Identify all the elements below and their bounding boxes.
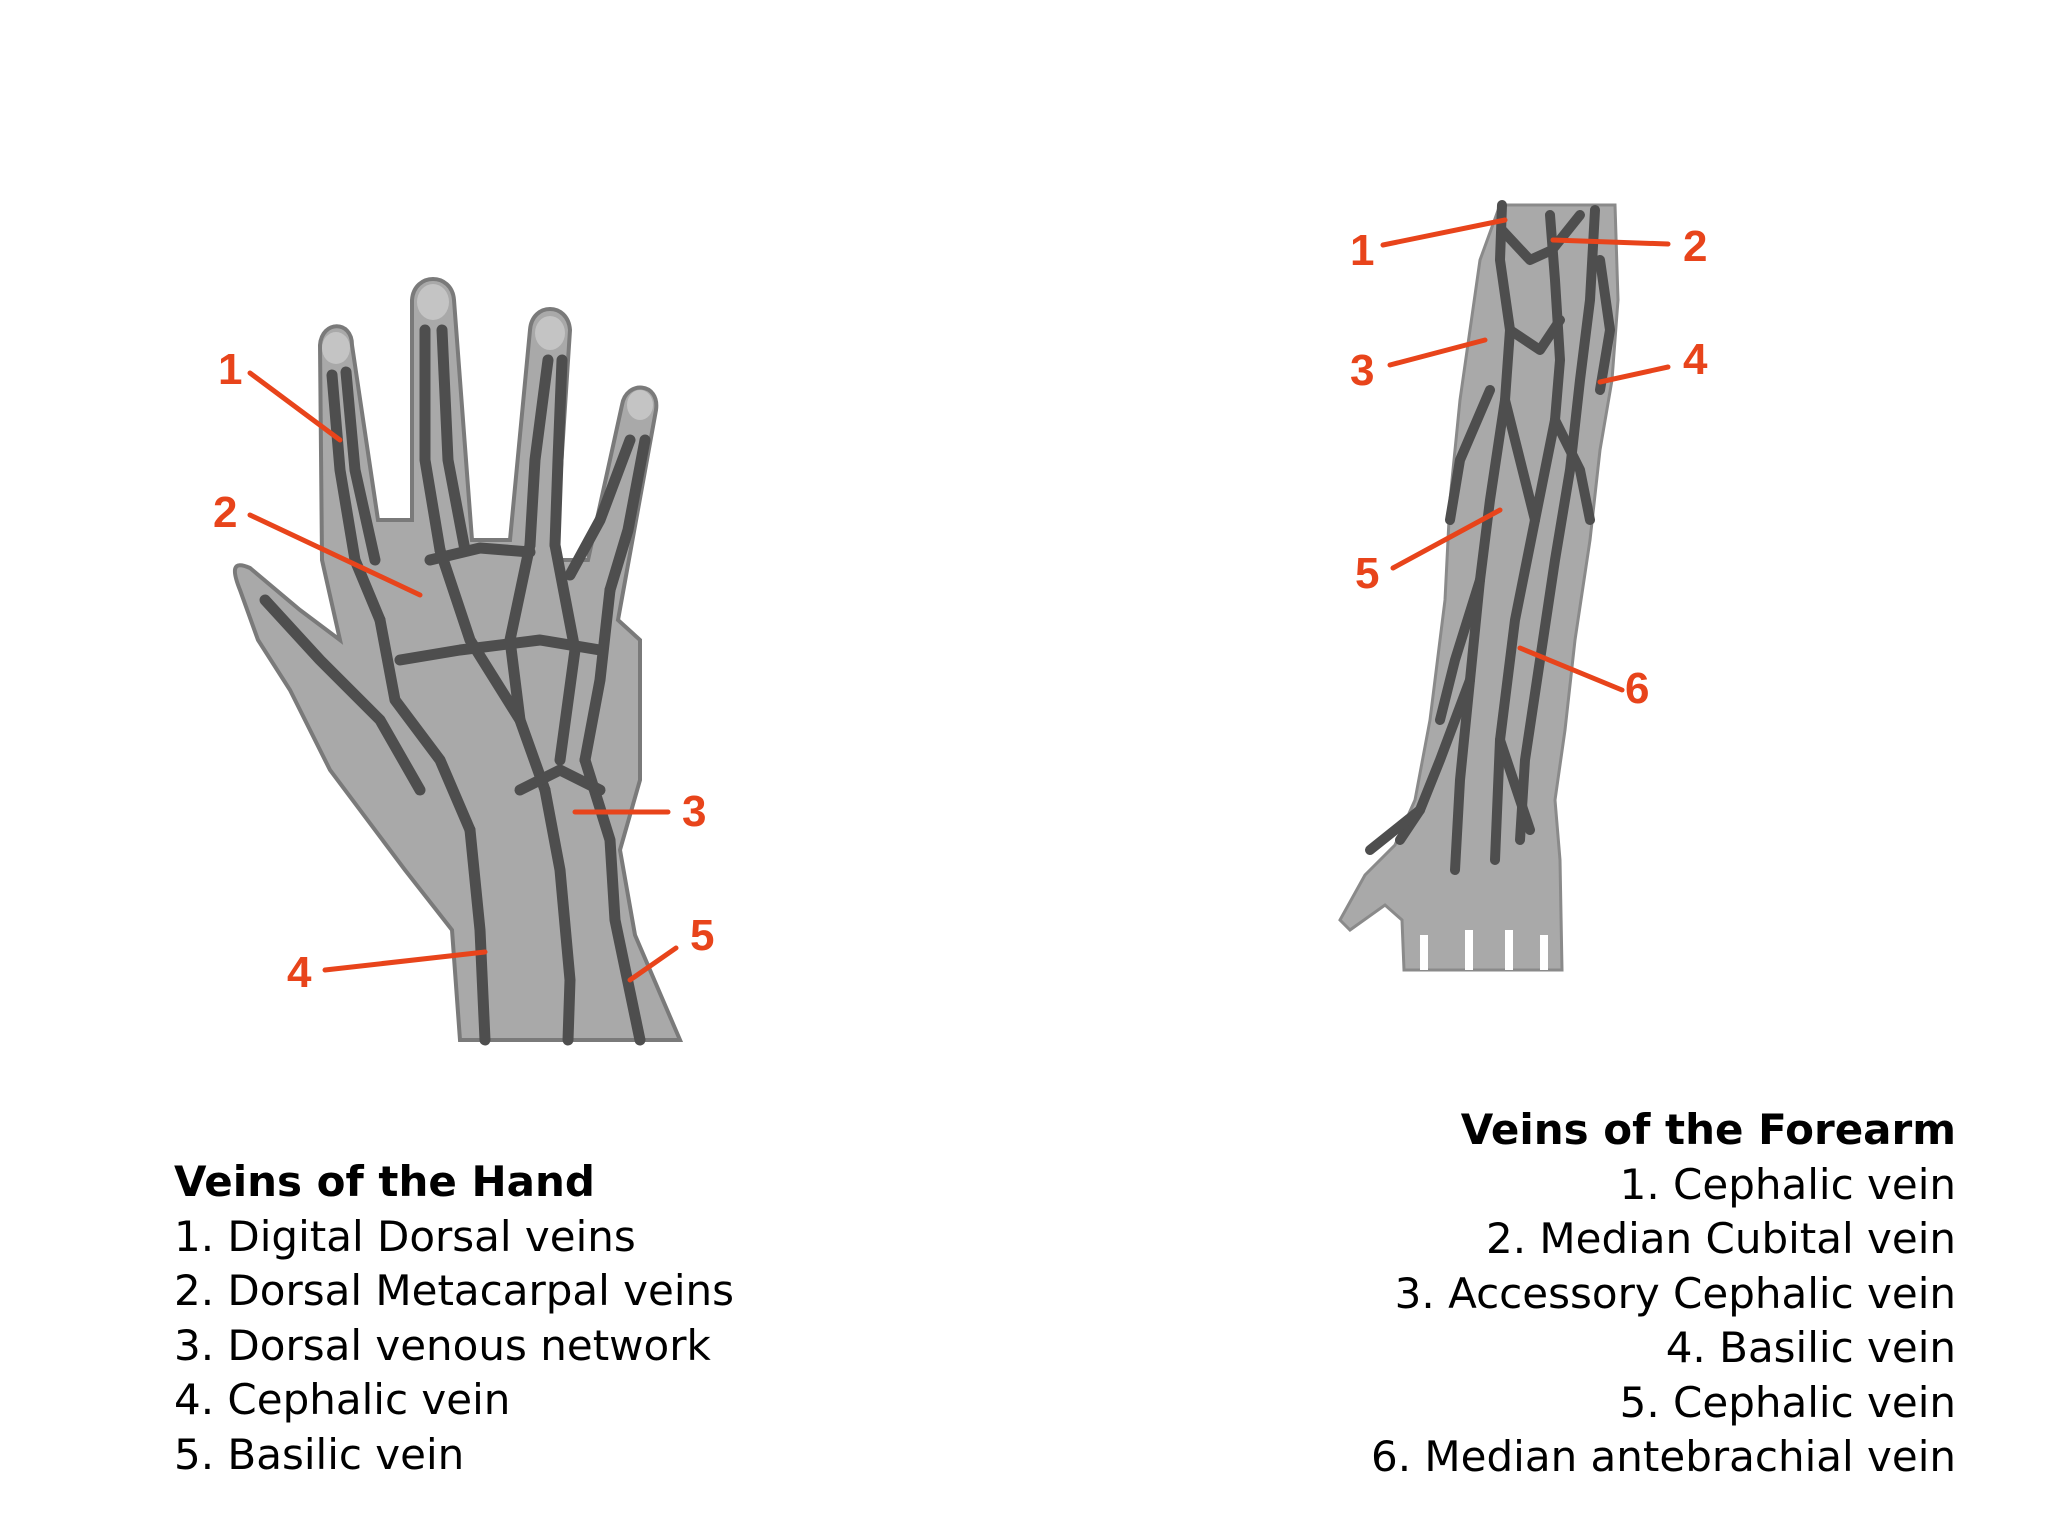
forearm-fingers [1420, 930, 1548, 970]
forearm-label-1: 1 [1350, 226, 1374, 275]
forearm-leader-lines [1380, 217, 1671, 693]
forearm-leader-6 [1517, 645, 1625, 693]
hand-illustration [232, 277, 684, 1046]
forearm-illustration [1338, 200, 1620, 972]
hand-leader-4 [322, 949, 488, 973]
forearm-label-3: 3 [1350, 346, 1374, 395]
finger-gap-2 [1465, 930, 1473, 970]
forearm-leader-5 [1390, 507, 1503, 571]
forearm-legend-item: 2. Median Cubital vein [1485, 1214, 1956, 1263]
forearm-legend-item: 4. Basilic vein [1665, 1323, 1956, 1372]
finger-gap-3 [1505, 930, 1513, 970]
forearm-legend-item: 5. Cephalic vein [1619, 1377, 1956, 1427]
forearm-veins [1365, 200, 1615, 875]
hand-leader-lines [247, 370, 679, 983]
hand-veins [259, 324, 651, 1046]
forearm-leader-3 [1387, 337, 1488, 368]
hand-label-5: 5 [690, 911, 714, 960]
forearm-label-5: 5 [1355, 549, 1379, 598]
nail-little [627, 390, 653, 420]
nail-middle [417, 284, 449, 320]
hand-leader-5 [627, 945, 679, 983]
nail-index [322, 332, 350, 364]
forearm-leader-1 [1380, 217, 1508, 248]
forearm-leader-2 [1550, 237, 1671, 247]
forearm-legend-item: 6. Median antebrachial vein [1371, 1432, 1956, 1481]
hand-silhouette [232, 277, 684, 1042]
hand-legend: Veins of the Hand 1. Digital Dorsal vein… [174, 1155, 734, 1482]
forearm-label-2: 2 [1683, 222, 1707, 271]
forearm-label-6: 6 [1625, 664, 1649, 713]
forearm-legend: Veins of the Forearm 1. Cephalic vein 2.… [1371, 1103, 1956, 1485]
forearm-leader-4 [1597, 364, 1671, 385]
forearm-legend-item: 1. Cephalic vein [1619, 1159, 1956, 1209]
hand-legend-item: 5. Basilic vein [174, 1429, 465, 1479]
hand-number-labels: 1 2 3 4 5 [213, 345, 714, 997]
forearm-number-labels: 1 2 3 4 5 6 [1350, 222, 1708, 713]
hand-label-4: 4 [287, 948, 312, 997]
hand-legend-item: 1. Digital Dorsal veins [174, 1211, 636, 1261]
finger-gap-1 [1420, 935, 1428, 970]
hand-leader-2 [247, 512, 423, 598]
forearm-legend-item: 3. Accessory Cephalic vein [1394, 1268, 1956, 1318]
hand-legend-title: Veins of the Hand [174, 1157, 595, 1206]
hand-label-1: 1 [218, 345, 242, 394]
hand-leader-1 [247, 370, 343, 443]
hand-label-3: 3 [682, 787, 706, 836]
forearm-label-4: 4 [1683, 335, 1708, 384]
hand-legend-item: 2. Dorsal Metacarpal veins [174, 1266, 735, 1315]
hand-legend-item: 3. Dorsal venous network [174, 1320, 711, 1370]
hand-legend-item: 4. Cephalic vein [174, 1375, 511, 1424]
nail-ring [535, 316, 565, 350]
forearm-legend-title: Veins of the Forearm [1460, 1105, 1956, 1154]
hand-label-2: 2 [213, 488, 237, 537]
finger-gap-4 [1540, 935, 1548, 970]
